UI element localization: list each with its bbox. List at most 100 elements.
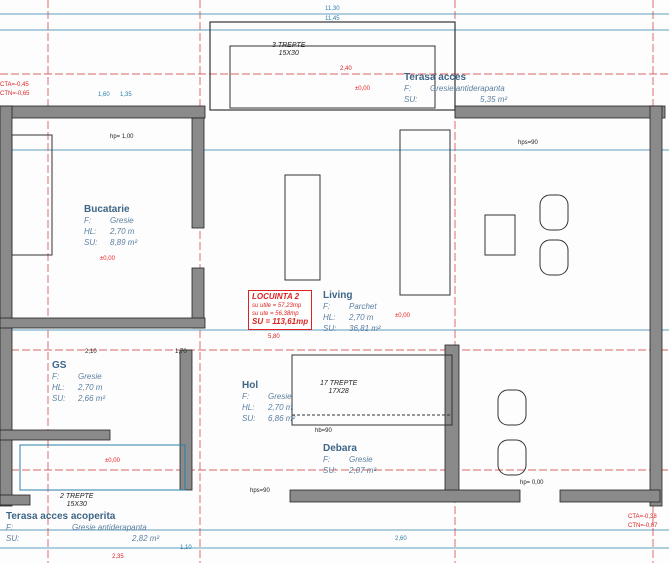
- room-name: Living: [323, 290, 353, 301]
- kitchen-counter: [11, 134, 53, 256]
- level-marker: ±0,00: [395, 313, 410, 319]
- hps-label: hps=90: [250, 488, 270, 494]
- value: Gresie antiderapanta: [72, 523, 147, 532]
- dimension-lines: [0, 13, 669, 549]
- room-name: GS: [52, 360, 67, 371]
- label: HL:: [242, 403, 255, 412]
- hp-label: hp= 1,00: [110, 134, 134, 140]
- room-hol: Hol F:Gresie HL:2,70 m SU:6,86 m²: [242, 380, 295, 424]
- dim-160: 1,60: [98, 92, 110, 98]
- hp-label: hp= 0,00: [520, 480, 544, 486]
- value: 2,70 m: [110, 227, 135, 236]
- room-name: Terasa acces: [404, 72, 467, 83]
- armchairs: [497, 194, 569, 476]
- label: F:: [323, 302, 331, 311]
- value: Gresie: [78, 372, 102, 381]
- label: F:: [323, 455, 331, 464]
- label: HL:: [323, 313, 336, 322]
- cta-bottom-left: CTA=-0,38: [628, 514, 657, 520]
- label: F:: [242, 392, 250, 401]
- dim-b3: 2,35: [112, 554, 124, 560]
- room-living: Living F: Parchet HL: 2,70 m SU: 36,81 m²: [323, 290, 381, 334]
- stairs-count: 3 TREPTE: [272, 42, 306, 49]
- su-utile: su utile = 57,23mp: [252, 303, 302, 309]
- value: 2,66 m²: [78, 394, 106, 403]
- room-debara: Debara F: Gresie SU: 2,07 m²: [323, 443, 376, 476]
- locuinta-summary: LOCUINTA 2 su utile = 57,23mp su ute = 5…: [248, 290, 313, 330]
- steps-top: [229, 45, 436, 109]
- room-name: Terasa acces acoperita: [6, 511, 116, 522]
- cta-left: CTA=-0,45: [0, 82, 29, 88]
- label: F:: [404, 84, 412, 93]
- label: SU:: [84, 238, 98, 247]
- level-marker: ±0,00: [355, 86, 370, 92]
- value: 2,70 m: [349, 313, 374, 322]
- stairs-dim: 17X28: [328, 388, 349, 395]
- stairs-count: 2 TREPTE: [60, 493, 94, 500]
- value: Gresie antiderapanta: [430, 84, 505, 93]
- su-total: SU = 113,61mp: [252, 317, 309, 326]
- value: 8,89 m²: [110, 238, 138, 247]
- dim-b1: 1,10: [180, 545, 192, 551]
- label: SU:: [242, 414, 256, 423]
- value: Gresie: [268, 392, 292, 401]
- room-name: Bucatarie: [84, 204, 130, 215]
- level-marker: ±0,00: [100, 256, 115, 262]
- dim-210: 2,10: [85, 349, 97, 355]
- dim-240: 2,40: [340, 66, 352, 72]
- dim-135: 1,35: [120, 92, 132, 98]
- room-gs: GS F: Gresie HL: 2,70 m SU: 2,66 m²: [52, 360, 105, 404]
- room-name: Debara: [323, 443, 357, 454]
- label: SU:: [52, 394, 66, 403]
- value: 2,70 m: [78, 383, 103, 392]
- label: HL:: [52, 383, 65, 392]
- stairs-dim: 15X30: [278, 50, 299, 57]
- room-terasa-acoperita: Terasa acces acoperita F: Gresie antidera…: [6, 511, 159, 544]
- level-marker: ±0,00: [105, 458, 120, 464]
- label: SU:: [6, 534, 20, 543]
- value: 2,70 m: [268, 403, 293, 412]
- hps-label: hps=90: [518, 140, 538, 146]
- ctn-left: CTN=-0,65: [0, 91, 30, 97]
- label: F:: [84, 216, 92, 225]
- locuinta-title: LOCUINTA 2: [252, 292, 300, 301]
- terrace-bottom-area: [19, 444, 186, 491]
- sofa: [399, 129, 451, 296]
- label: SU:: [404, 95, 418, 104]
- dim-b2: 2,60: [395, 536, 407, 542]
- value: Parchet: [349, 302, 377, 311]
- value: 5,35 m²: [480, 95, 508, 104]
- dim-top-total: 11,30: [325, 6, 340, 12]
- label: F:: [52, 372, 60, 381]
- value: Gresie: [349, 455, 373, 464]
- stairs-count: 17 TREPTE: [320, 380, 358, 387]
- dim-580: 5,80: [268, 334, 280, 340]
- stairs-dim: 15X30: [66, 501, 87, 508]
- value: 2,07 m²: [349, 466, 377, 475]
- inner-stairs: [291, 354, 453, 426]
- dining-table: [284, 174, 321, 281]
- label: SU:: [323, 466, 337, 475]
- dim-170: 1,70: [175, 349, 187, 355]
- label: HL:: [84, 227, 97, 236]
- value: Gresie: [110, 216, 134, 225]
- su-ute: su ute = 56,38mp: [252, 311, 299, 317]
- terasa-acces-outline: [209, 21, 456, 111]
- value: 6,86 m²: [268, 414, 296, 423]
- value: 36,81 m²: [349, 324, 381, 333]
- hb-label: hb=90: [315, 428, 332, 434]
- label: SU:: [323, 324, 337, 333]
- ctn-bottom-left: CTN=-0,67: [628, 523, 658, 529]
- room-bucatarie: Bucatarie F: Gresie HL: 2,70 m SU: 8,89 m²: [84, 204, 137, 248]
- dim-top-sub: 11,45: [325, 16, 340, 22]
- value: 2,82 m²: [132, 534, 160, 543]
- label: F:: [6, 523, 14, 532]
- coffee-table: [484, 214, 516, 256]
- room-terasa-acces: Terasa acces F: Gresie antiderapanta SU: 5…: [404, 72, 507, 105]
